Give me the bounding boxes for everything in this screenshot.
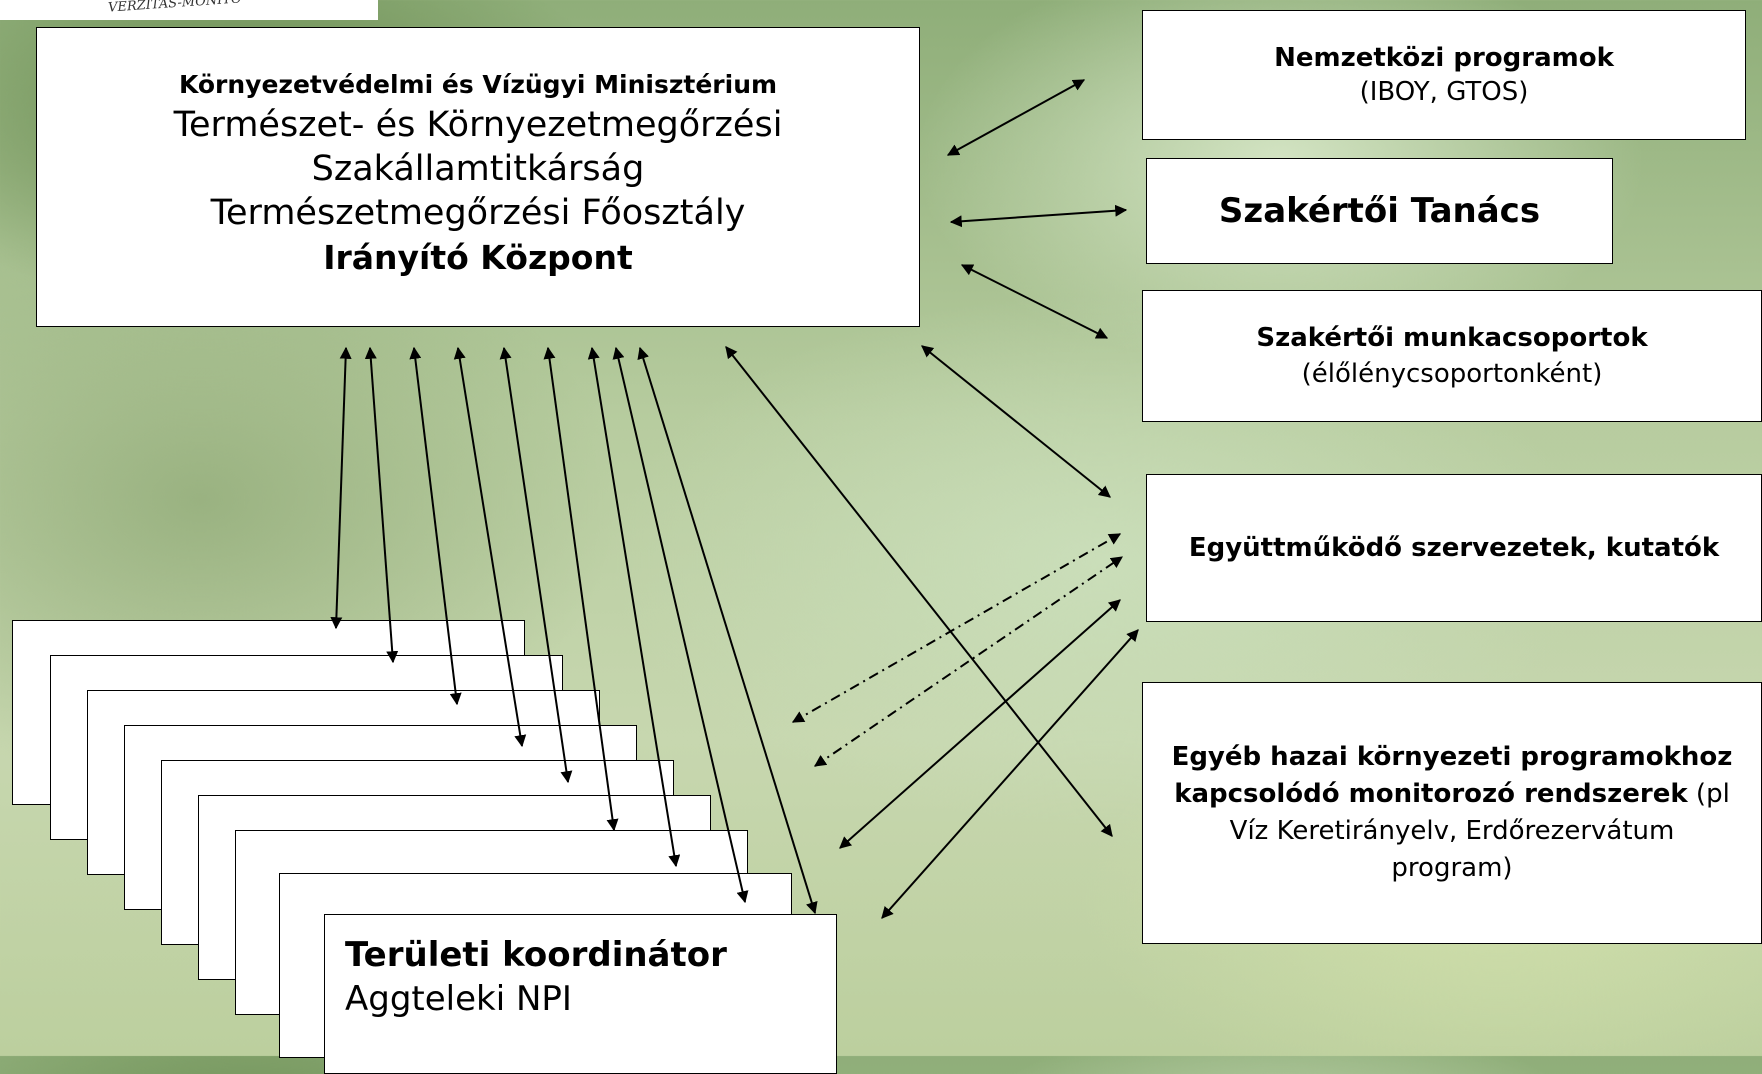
other-programs-line: Egyéb hazai környezeti programokhoz kapc… (1149, 739, 1755, 813)
regional-coordinator-title: Területi koordinátor (345, 935, 727, 975)
dashed-arrow-partners-1 (791, 533, 1122, 723)
control-center-box: Környezetvédelmi és Vízügyi Minisztérium… (36, 27, 920, 327)
arrow-to-expert-groups (960, 264, 1109, 339)
arrow-control-to-card-1 (330, 346, 352, 630)
international-programs-subtitle: (IBOY, GTOS) (1359, 77, 1529, 107)
dashed-arrow-partners-2 (814, 556, 1123, 767)
arrow-control-to-card-2 (364, 346, 399, 664)
logo: VERZITÁS-MONITO (0, 0, 378, 20)
arrow-to-expert-council (949, 204, 1128, 228)
arrow-regional-to-partners (839, 599, 1121, 849)
control-center-title: Irányító Központ (323, 238, 633, 277)
arrow-to-partners (921, 345, 1111, 498)
arrow-to-international (946, 79, 1086, 156)
partners-title: Együttműködő szervezetek, kutatók (1188, 533, 1720, 563)
expert-council-title: Szakértői Tanács (1218, 191, 1541, 231)
expert-council-box: Szakértői Tanács (1146, 158, 1613, 264)
arrow-control-to-card-5 (499, 346, 573, 784)
expert-groups-subtitle: (élőlénycsoportonként) (1301, 359, 1603, 389)
arrow-control-to-card-9 (637, 346, 818, 915)
partners-box: Együttműködő szervezetek, kutatók (1146, 474, 1762, 622)
other-programs-line-2: Víz Keretirányelv, Erdőrezervátum (1229, 816, 1675, 846)
international-programs-box: Nemzetközi programok (IBOY, GTOS) (1142, 10, 1746, 140)
arrow-regional-to-other-programs (881, 629, 1139, 919)
department-name: Természetmegőrzési Főosztály (210, 193, 746, 233)
arrow-control-to-card-3 (409, 346, 462, 706)
other-programs-line-3: program) (1391, 853, 1513, 883)
international-programs-title: Nemzetközi programok (1274, 43, 1614, 73)
other-programs-tail: (pl (1687, 779, 1730, 809)
other-programs-title: Egyéb hazai környezeti programokhoz kapc… (1171, 742, 1733, 809)
expert-groups-title: Szakértői munkacsoportok (1256, 323, 1648, 353)
regional-coordinator-box: Területi koordinátor Aggteleki NPI (324, 914, 837, 1074)
arrow-control-to-other-programs (725, 346, 1113, 837)
expert-groups-box: Szakértői munkacsoportok (élőlénycsoport… (1142, 290, 1762, 422)
ministry-name: Környezetvédelmi és Vízügyi Minisztérium (178, 70, 778, 99)
state-secretariat-line-1: Természet- és Környezetmegőrzési (173, 105, 783, 145)
other-programs-box: Egyéb hazai környezeti programokhoz kapc… (1142, 682, 1762, 944)
regional-coordinator-subtitle: Aggteleki NPI (345, 979, 572, 1019)
state-secretariat-line-2: Szakállamtitkárság (311, 149, 645, 189)
